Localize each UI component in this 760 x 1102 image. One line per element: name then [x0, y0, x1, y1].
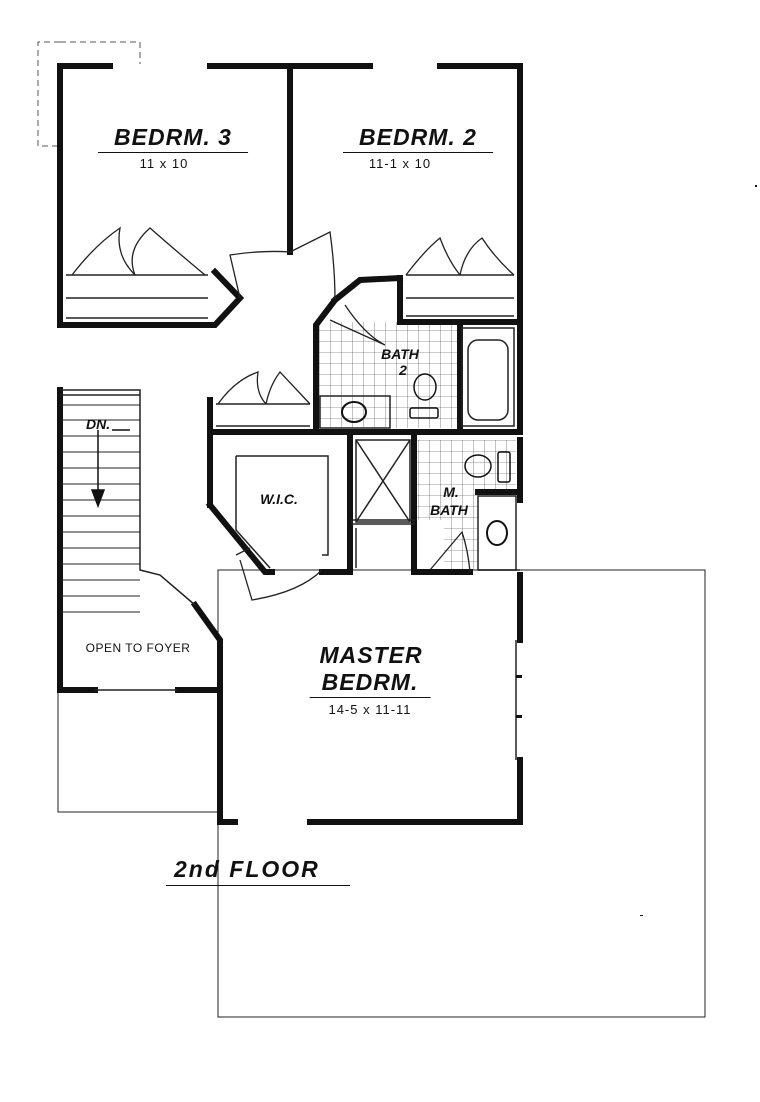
walls: [57, 63, 523, 825]
thin-lines: [60, 274, 520, 760]
sinks: [341, 401, 508, 546]
dashed-bumpout: [37, 41, 141, 147]
mbath-tile-floor-3: [414, 520, 444, 572]
door-swings: [71, 226, 515, 601]
lower-floor-outline: [57, 569, 706, 1018]
window-marks: [516, 185, 757, 916]
stair-treads: [60, 404, 140, 613]
stair-down-arrow: [90, 429, 130, 509]
toilets: [409, 373, 511, 483]
